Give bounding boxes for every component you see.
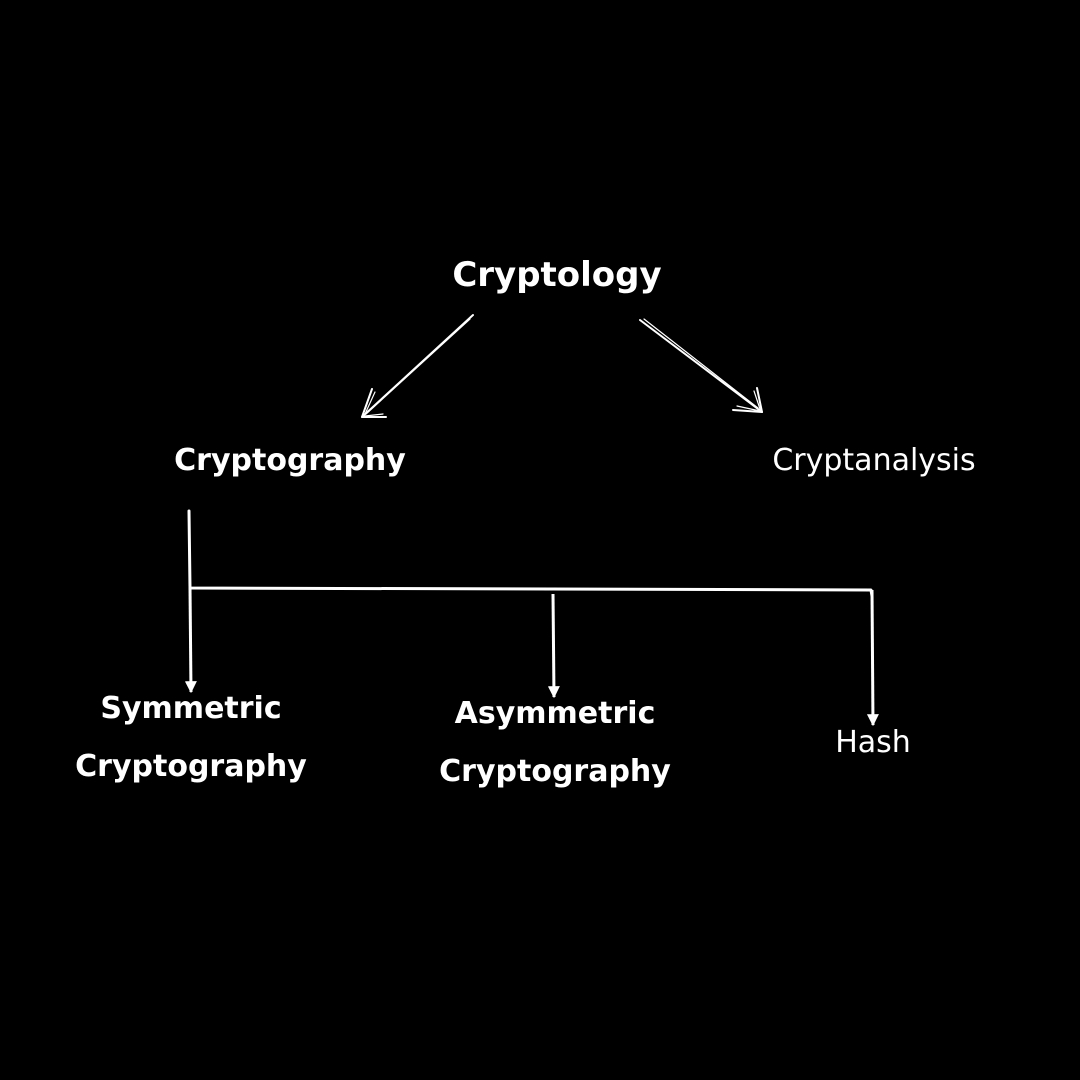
node-asymmetric-line2: Cryptography	[439, 754, 671, 789]
node-asymmetric-line1: Asymmetric	[454, 696, 656, 731]
node-cryptanalysis: Cryptanalysis	[772, 443, 976, 478]
node-hash: Hash	[835, 725, 911, 760]
node-cryptology: Cryptology	[452, 255, 662, 295]
arrow-to-asymmetric	[547, 593, 560, 699]
arrow-to-symmetric	[184, 587, 197, 694]
arrow-root-to-cryptanalysis	[639, 318, 763, 413]
bracket-cryptography-children	[184, 509, 879, 727]
node-cryptography: Cryptography	[174, 443, 406, 478]
node-symmetric-cryptography: Symmetric Cryptography	[75, 680, 307, 796]
node-symmetric-line1: Symmetric	[100, 691, 282, 726]
node-symmetric-line2: Cryptography	[75, 749, 307, 784]
arrow-root-to-cryptography	[361, 314, 474, 418]
node-asymmetric-cryptography: Asymmetric Cryptography	[439, 685, 671, 801]
arrow-to-hash	[866, 589, 879, 727]
